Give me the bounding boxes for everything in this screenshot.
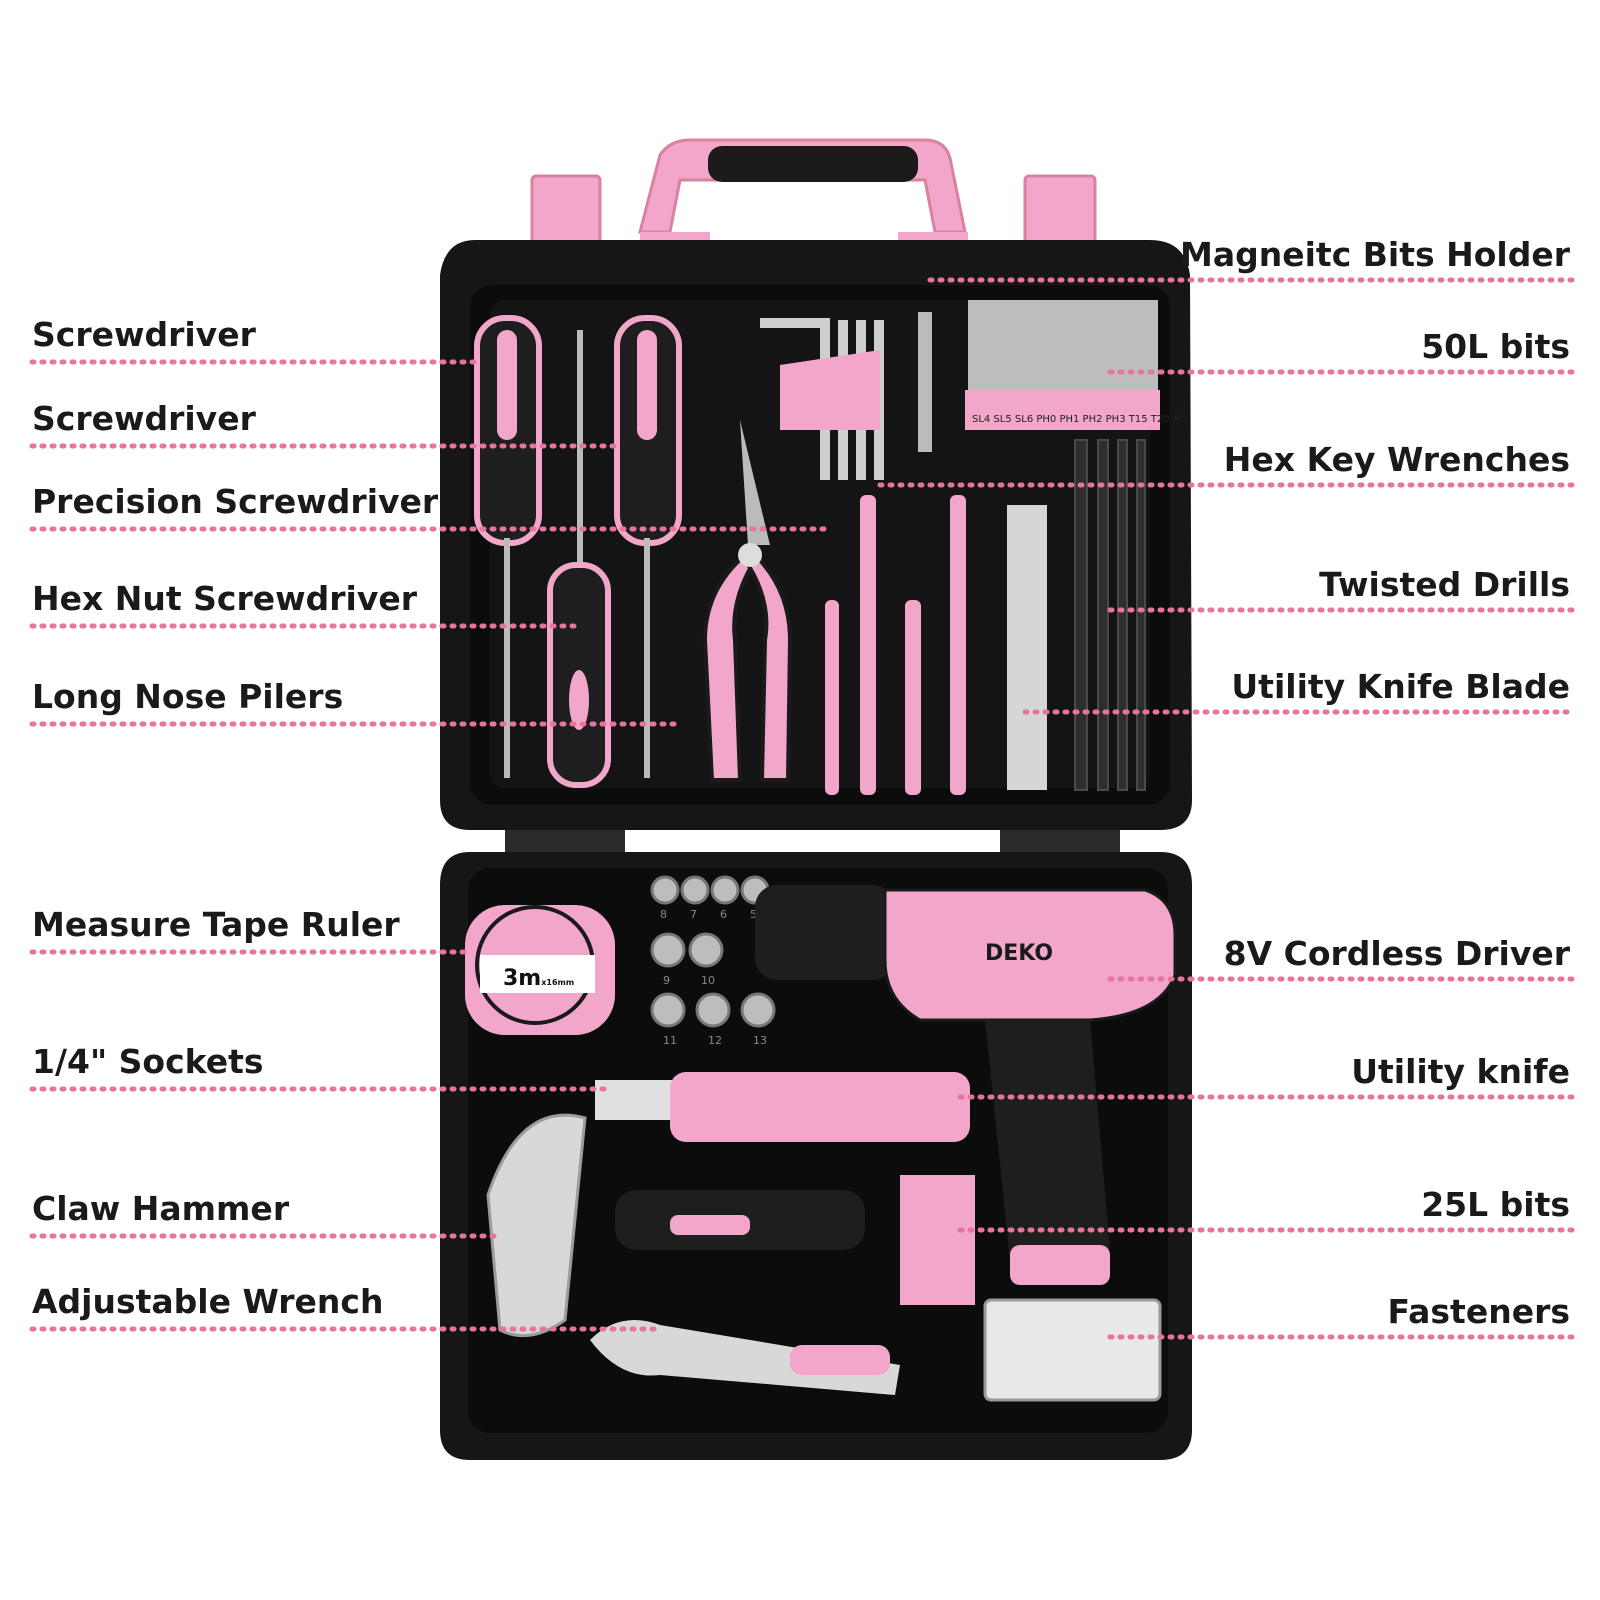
callout-label-left: Claw Hammer xyxy=(32,1189,290,1228)
callout-label-left: Precision Screwdriver xyxy=(32,482,439,521)
magnetic-bits-holder xyxy=(918,312,932,452)
bits-50l: SL4 SL5 SL6 PH0 PH1 PH2 PH3 T15 T20 AD xyxy=(965,300,1188,430)
callout-label-right: Utility Knife Blade xyxy=(1231,667,1570,706)
socket-size-label: 9 xyxy=(663,974,670,987)
socket-size-label: 12 xyxy=(708,1034,722,1047)
leader-lines xyxy=(29,277,1575,1340)
fasteners-box xyxy=(983,1298,1162,1402)
measure-tape-ruler: 3mx16mm xyxy=(465,905,615,1035)
adjustable-wrench xyxy=(590,1320,900,1395)
callout-label-left: Hex Nut Screwdriver xyxy=(32,579,417,618)
callout-label-left: Screwdriver xyxy=(32,315,256,354)
socket xyxy=(650,932,686,968)
socket xyxy=(650,875,680,905)
callout-label-right: 8V Cordless Driver xyxy=(1223,934,1570,973)
callout-label-left: Measure Tape Ruler xyxy=(32,905,400,944)
bits-25l xyxy=(900,1175,975,1305)
socket xyxy=(740,992,776,1028)
socket xyxy=(680,875,710,905)
svg-text:3mx16mm: 3mx16mm xyxy=(503,966,574,991)
socket xyxy=(688,932,724,968)
brand-logo-text: DEKO xyxy=(985,941,1053,966)
socket-size-label: 13 xyxy=(753,1034,767,1047)
screwdriver-2 xyxy=(614,315,682,778)
hex-key-wrenches xyxy=(760,318,884,480)
socket-size-label: 7 xyxy=(690,908,697,921)
socket xyxy=(650,992,686,1028)
hex-nut-screwdriver xyxy=(547,330,611,788)
callout-label-right: Hex Key Wrenches xyxy=(1223,440,1570,479)
claw-hammer xyxy=(486,1113,865,1338)
socket-size-label: 6 xyxy=(720,908,727,921)
socket xyxy=(695,992,731,1028)
callout-label-right: 25L bits xyxy=(1421,1185,1570,1224)
twisted-drills xyxy=(1074,439,1146,791)
hinges xyxy=(505,830,1120,852)
latch-left xyxy=(530,174,602,248)
svg-text:SL4 SL5 SL6 PH0 PH1 PH2 PH3 T1: SL4 SL5 SL6 PH0 PH1 PH2 PH3 T15 T20 AD xyxy=(972,414,1188,425)
callout-label-right: 50L bits xyxy=(1421,327,1570,366)
callout-label-left: 1/4" Sockets xyxy=(32,1042,264,1081)
callout-label-right: Magneitc Bits Holder xyxy=(1180,235,1570,274)
cordless-driver: DEKO xyxy=(755,885,1177,1285)
socket-size-label: 5 xyxy=(750,908,757,921)
socket-size-label: 11 xyxy=(663,1034,677,1047)
utility-knife-blade xyxy=(1007,505,1047,790)
socket-size-label: 8 xyxy=(660,908,667,921)
screwdriver-1 xyxy=(474,315,542,778)
socket xyxy=(710,875,740,905)
callout-label-right: Fasteners xyxy=(1387,1292,1570,1331)
callout-label-left: Adjustable Wrench xyxy=(32,1282,384,1321)
callout-label-right: Twisted Drills xyxy=(1319,565,1570,604)
utility-knife xyxy=(595,1072,970,1142)
callout-label-left: Long Nose Pilers xyxy=(32,677,344,716)
callout-label-left: Screwdriver xyxy=(32,399,256,438)
long-nose-pliers xyxy=(702,420,793,782)
callout-label-right: Utility knife xyxy=(1351,1052,1570,1091)
precision-screwdrivers xyxy=(825,495,966,795)
sockets-group: 8 7 6 5 9 10 11 12 13 xyxy=(650,875,776,1047)
case-handle xyxy=(638,138,968,254)
latch-right xyxy=(1023,174,1097,248)
socket-size-label: 10 xyxy=(701,974,715,987)
